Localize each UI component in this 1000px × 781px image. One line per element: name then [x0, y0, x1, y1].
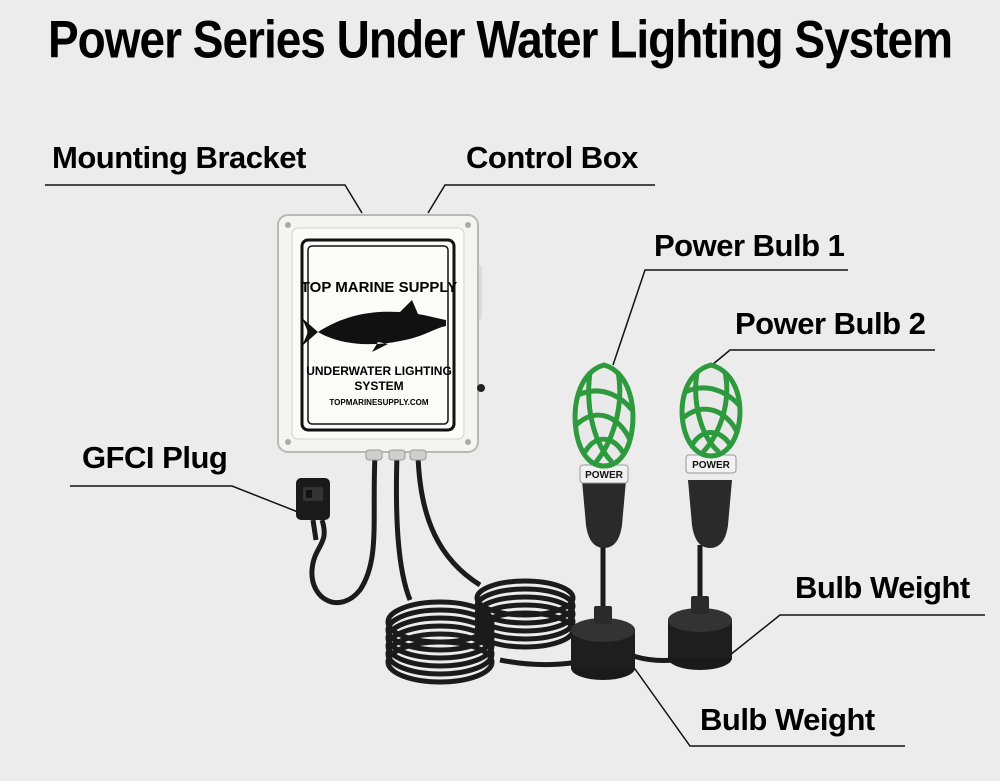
label-power-bulb-1: Power Bulb 1 — [654, 228, 845, 263]
label-gfci-plug: GFCI Plug — [82, 440, 228, 475]
cable-coils — [385, 578, 576, 685]
gfci-plug — [296, 478, 330, 541]
label-power-bulb-2: Power Bulb 2 — [735, 306, 926, 341]
box-brand: TOP MARINE SUPPLY — [301, 279, 457, 296]
box-line1: UNDERWATER LIGHTING — [306, 364, 452, 378]
box-url: TOPMARINESUPPLY.COM — [329, 398, 428, 407]
bulb-weight-2 — [668, 596, 732, 670]
control-box — [277, 214, 485, 461]
bulb-1-text: POWER — [585, 470, 624, 481]
cables — [309, 454, 707, 668]
label-bulb-weight-bottom: Bulb Weight — [700, 702, 875, 737]
leader-lines — [45, 184, 985, 747]
power-bulb-2: POWER — [679, 362, 743, 548]
box-line2: SYSTEM — [354, 379, 403, 393]
label-control-box: Control Box — [466, 140, 638, 175]
page-title: Power Series Under Water Lighting System — [47, 9, 953, 69]
power-bulb-1: POWER — [572, 362, 636, 548]
bulb-2-text: POWER — [692, 460, 731, 471]
label-mounting-bracket: Mounting Bracket — [52, 140, 306, 175]
label-bulb-weight-right: Bulb Weight — [795, 570, 970, 605]
bulb-weight-1 — [571, 606, 635, 680]
